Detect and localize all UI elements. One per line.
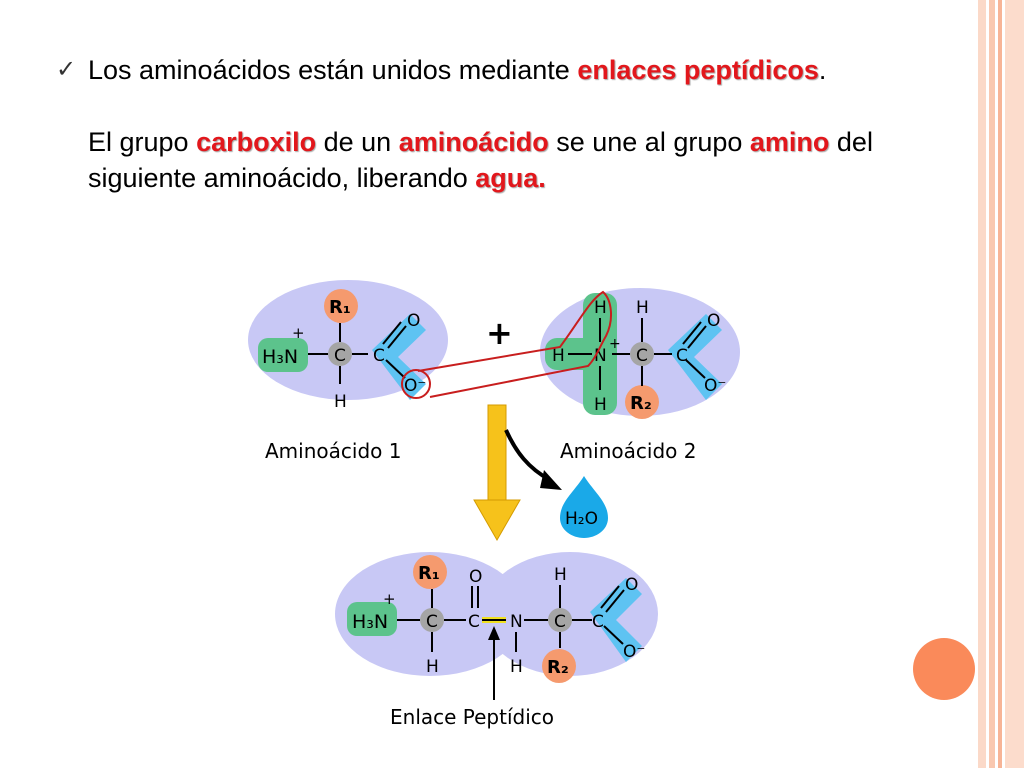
carbon-label: C <box>636 346 648 366</box>
hydrogen-label: H <box>334 392 347 412</box>
connection-outline <box>417 290 612 398</box>
water-label: H₂O <box>565 509 598 529</box>
highlight-aminoacido: aminoácido <box>398 127 549 157</box>
hydrogen-label: H <box>636 298 649 318</box>
reaction-arrow <box>473 404 521 542</box>
highlight-agua: agua. <box>475 163 546 193</box>
oxygen-minus-label: O⁻ <box>404 376 426 396</box>
bullet-text: Los aminoácidos están unidos mediante <box>88 55 578 85</box>
highlight-carboxilo: carboxilo <box>196 127 317 157</box>
hydrogen-label: H <box>510 657 523 677</box>
amino-group <box>347 602 397 636</box>
carbon-label: C <box>468 612 480 632</box>
h3n-label: H₃N <box>352 611 388 633</box>
carbon-label: C <box>676 346 688 366</box>
carboxyl-group <box>590 578 642 662</box>
explanation-text: del siguiente aminoácido, liberando <box>88 127 873 193</box>
decorative-frame-stripes <box>978 0 1024 768</box>
double-bond-line <box>682 321 702 345</box>
explanation-text: se une al grupo <box>548 127 750 157</box>
condensation-outline <box>401 290 612 399</box>
checkmark-icon: ✓ <box>56 56 77 83</box>
explanation-text: de un <box>316 127 399 157</box>
droplet-shape <box>560 476 608 538</box>
arrow-head <box>488 626 500 640</box>
water-droplet-icon: H₂O <box>560 476 608 538</box>
r1-label: R₁ <box>418 563 440 584</box>
bond-line <box>385 359 406 379</box>
charge-label: + <box>609 336 621 352</box>
carboxyl-group <box>372 314 426 400</box>
hydrogen-label: H <box>554 565 567 585</box>
r1-label: R₁ <box>329 297 351 318</box>
explanation-text: El grupo <box>88 127 197 157</box>
carbon-label: C <box>592 612 604 632</box>
carbon-atom <box>328 342 352 366</box>
carbon-atom <box>420 608 444 632</box>
water-release-arrow <box>504 429 551 482</box>
double-bond-line <box>687 325 707 349</box>
aminoacid-2: H H H N + C C H R₂ O O⁻ <box>540 288 740 419</box>
double-bond-line <box>382 321 402 345</box>
nitrogen-label: N <box>510 612 523 632</box>
r2-label: R₂ <box>547 657 569 678</box>
explanation-paragraph: El grupo carboxilo de un aminoácido se u… <box>88 124 956 196</box>
dipeptide: H₃N + C R₁ H O C N H H C R₂ C O O⁻ <box>335 552 658 683</box>
aminoacid-2-label: Aminoácido 2 <box>560 439 696 463</box>
r-group-circle <box>324 289 358 323</box>
carbon-label: C <box>426 612 438 632</box>
plus-sign: + <box>486 314 513 352</box>
oxygen-minus-label: O⁻ <box>704 376 726 396</box>
oxygen-label: O <box>469 567 482 587</box>
hydrogen-label: H <box>552 346 565 366</box>
peptide-bond-label: Enlace Peptídico <box>390 705 554 729</box>
oxygen-label: O <box>407 311 420 331</box>
hydrogen-label: H <box>594 298 607 318</box>
bond-line <box>685 359 706 379</box>
oxygen-outline <box>401 369 431 399</box>
arrow-head <box>540 470 562 490</box>
charge-label: + <box>292 324 305 342</box>
double-bond-line <box>600 585 620 609</box>
bullet-paragraph: ✓ Los aminoácidos están unidos mediante … <box>56 52 956 88</box>
carbon-label: C <box>554 612 566 632</box>
hydrogen-label: H <box>594 395 607 415</box>
stripe <box>1005 0 1024 768</box>
bullet-period: . <box>818 55 827 85</box>
aminoacid-1: H₃N + C C R₁ H O O⁻ <box>248 280 448 412</box>
amino-group <box>258 338 308 372</box>
carbon-label: C <box>334 346 346 366</box>
aminoacid-1-label: Aminoácido 1 <box>265 439 401 463</box>
oxygen-label: O <box>707 311 720 331</box>
arrow-shaft <box>487 404 507 506</box>
charge-label: + <box>383 590 396 608</box>
slide-text: ✓ Los aminoácidos están unidos mediante … <box>56 52 956 196</box>
hydrogen-label: H <box>426 657 439 677</box>
stripe <box>998 0 1002 768</box>
carbon-atom <box>548 608 572 632</box>
carbon-label: C <box>373 346 385 366</box>
stripe <box>989 0 995 768</box>
arrow-head <box>473 499 521 542</box>
double-bond-line <box>387 325 407 349</box>
oxygen-minus-label: O⁻ <box>623 642 645 662</box>
carboxyl-group <box>668 314 722 400</box>
highlight-enlaces-peptidicos: enlaces peptídicos <box>577 55 819 85</box>
bond-line <box>603 625 624 645</box>
h3n-label: H₃N <box>262 346 298 368</box>
decorative-orange-circle <box>913 638 975 700</box>
r-group-circle <box>542 649 576 683</box>
oxygen-label: O <box>625 575 638 595</box>
double-bond-line <box>605 589 625 613</box>
stripe <box>978 0 986 768</box>
r2-label: R₂ <box>630 393 652 414</box>
r-group-circle <box>625 385 659 419</box>
carbon-atom <box>630 342 654 366</box>
highlight-amino: amino <box>749 127 830 157</box>
r-group-circle <box>413 555 447 589</box>
